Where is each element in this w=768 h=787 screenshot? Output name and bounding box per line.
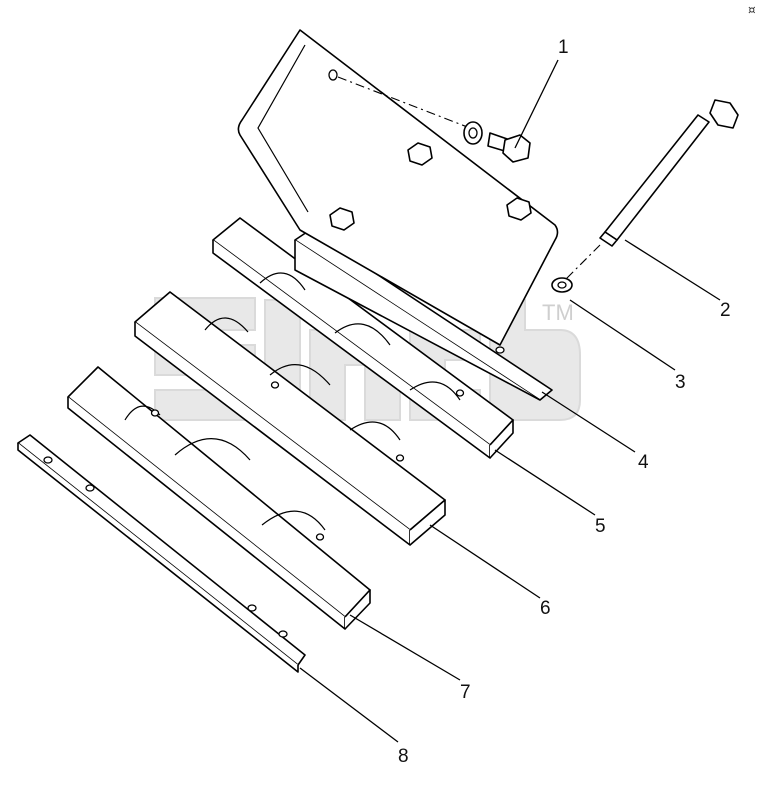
corner-mark: ¤ [748,3,756,17]
part-8-backing-plate [17,434,306,673]
bracket-bolt-head-3 [329,207,355,231]
part-7-clamp-half [67,366,371,630]
bracket-bolt-head-1 [407,142,433,166]
callout-1: 1 [558,37,569,58]
leader-lines [299,59,721,743]
callout-2: 2 [720,300,731,321]
mounting-bracket [237,29,559,346]
part-6-clamp-half [134,291,446,546]
part-3-washer [551,277,573,293]
callout-7: 7 [460,682,471,703]
bracket-bolt-head-2 [506,197,532,221]
callout-3: 3 [675,372,686,393]
part-1-bolt-and-washer [337,76,531,163]
callout-5: 5 [595,516,606,537]
part-5-clamp-half [212,217,514,459]
callout-6: 6 [540,598,551,619]
part-2-long-bolt [559,99,739,286]
callout-labels: 1 2 3 4 5 6 7 8 [398,37,731,767]
callout-8: 8 [398,746,409,767]
callout-4: 4 [638,452,649,473]
trademark-text: TM [542,300,574,325]
